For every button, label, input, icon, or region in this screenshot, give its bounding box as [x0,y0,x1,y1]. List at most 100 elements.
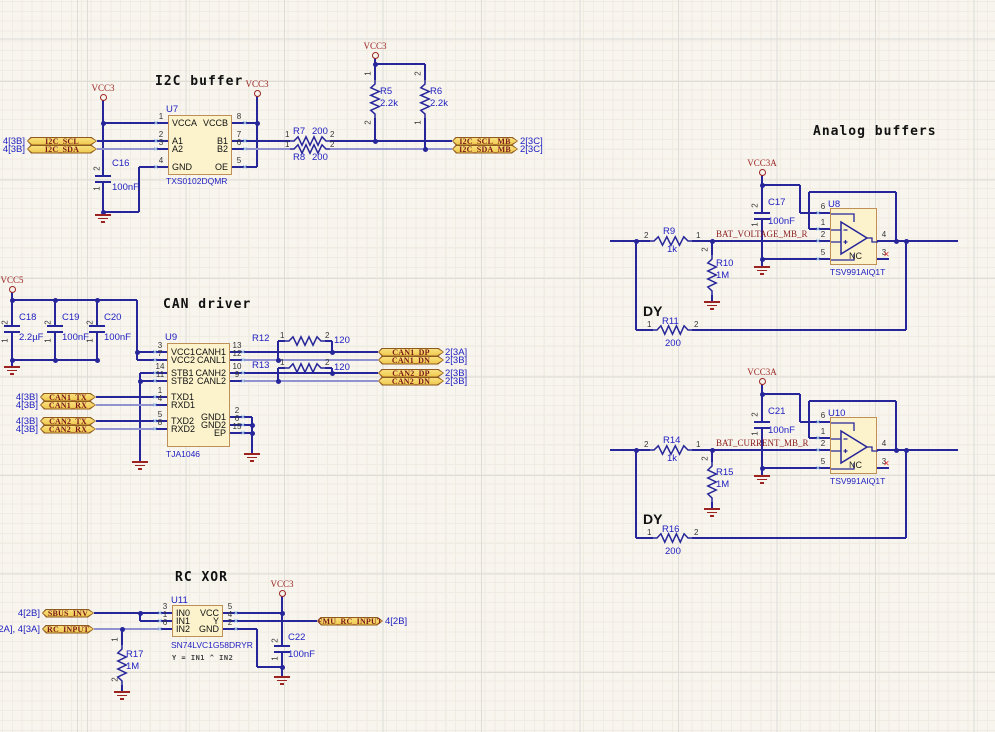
resistor[interactable] [285,362,325,374]
wire[interactable] [799,394,801,422]
wire[interactable] [610,240,650,242]
wire[interactable] [692,240,818,242]
wire[interactable] [242,416,252,418]
pin-U7-7[interactable] [232,140,244,142]
pin-U9-5[interactable] [155,420,167,422]
pin-U9-6[interactable] [230,424,242,426]
wire[interactable] [94,612,160,614]
pin-U10-1[interactable] [818,437,830,439]
pin-U8-2[interactable] [818,240,830,242]
wire[interactable] [121,685,123,691]
capacitor[interactable] [89,325,105,327]
wire[interactable] [140,372,155,374]
wire[interactable] [11,300,13,325]
wire[interactable] [257,666,282,668]
designator-label[interactable]: R13 [252,360,270,371]
capacitor[interactable] [4,331,20,333]
wire[interactable] [799,185,801,213]
pin-U9-1[interactable] [155,396,167,398]
component-U9[interactable] [167,343,230,447]
pin-U7-4[interactable] [156,166,168,168]
wire[interactable] [277,368,279,381]
port-CAN1_TX[interactable]: CAN1_TX [40,393,96,402]
pin-U9-4[interactable] [155,404,167,406]
power-port-VCC3[interactable] [99,93,107,101]
wire[interactable] [325,367,332,369]
wire[interactable] [331,341,333,352]
wire[interactable] [375,63,425,65]
wire[interactable] [140,380,155,382]
port-CAN2_DP[interactable]: CAN2_DP [378,369,444,378]
designator-label[interactable]: R12 [252,333,270,344]
wire[interactable] [325,340,332,342]
designator-label[interactable]: 100nF [768,216,795,227]
capacitor[interactable] [47,331,63,333]
pin-U11-6[interactable] [160,628,172,630]
resistor[interactable] [285,335,325,347]
pin-U9-12[interactable] [230,359,242,361]
wire[interactable] [121,629,123,645]
resistor[interactable] [653,324,692,336]
wire[interactable] [905,241,907,330]
wire[interactable] [877,449,958,451]
designator-label[interactable]: R8 [293,152,306,163]
wire[interactable] [711,502,713,508]
wire[interactable] [711,295,713,301]
wire[interactable] [242,432,252,434]
wire[interactable] [895,192,897,241]
designator-label[interactable]: 2.2k [430,98,448,109]
designator-label[interactable]: 100nF [104,332,131,343]
designator-label[interactable]: 100nF [288,649,315,660]
wire[interactable] [256,629,258,667]
power-port-VCC3[interactable] [371,51,379,59]
designator-label[interactable]: 200 [312,126,328,137]
designator-label[interactable]: C20 [104,312,122,323]
wire[interactable] [692,537,906,539]
pin-U9-14[interactable] [155,372,167,374]
designator-label[interactable]: 100nF [62,332,89,343]
wire[interactable] [256,96,258,167]
pin-U8-5[interactable] [818,258,830,260]
pin-U7-3[interactable] [156,148,168,150]
resistor[interactable] [290,135,330,147]
wire[interactable] [235,628,257,630]
wire[interactable] [330,148,452,150]
designator-label[interactable]: R10 [716,258,734,269]
designator-label[interactable]: R17 [126,649,144,660]
wire[interactable] [808,401,810,438]
wire[interactable] [242,424,252,426]
wire[interactable] [242,372,378,374]
designator-label[interactable]: R7 [293,126,306,137]
port-CAN1_RX[interactable]: CAN1_RX [40,401,96,410]
designator-label[interactable]: C17 [768,197,786,208]
wire[interactable] [711,241,713,255]
pin-U9-13[interactable] [230,351,242,353]
wire[interactable] [97,140,156,142]
pin-U11-5[interactable] [223,612,235,614]
wire[interactable] [278,367,285,369]
resistor[interactable] [116,645,128,685]
wire[interactable] [244,148,290,150]
capacitor[interactable] [274,651,290,653]
designator-label[interactable]: R14 [663,435,681,446]
wire[interactable] [140,620,160,622]
capacitor[interactable] [95,175,111,177]
designator-label[interactable]: 200 [312,152,328,163]
wire[interactable] [905,450,907,538]
wire[interactable] [330,140,452,142]
wire[interactable] [96,331,98,360]
wire[interactable] [808,192,810,229]
wire[interactable] [809,228,818,230]
resistor[interactable] [369,80,381,118]
wire[interactable] [761,218,763,266]
power-port-VCC3A[interactable] [758,168,766,176]
power-port-VCC3[interactable] [278,589,286,597]
pin-U9-11[interactable] [155,380,167,382]
wire[interactable] [762,467,818,469]
pin-U11-2[interactable] [223,628,235,630]
pin-U11-3[interactable] [160,612,172,614]
wire[interactable] [54,331,56,360]
port-I2C_SDA[interactable]: I2C_SDA [27,145,97,154]
wire[interactable] [610,449,650,451]
wire[interactable] [139,373,141,461]
